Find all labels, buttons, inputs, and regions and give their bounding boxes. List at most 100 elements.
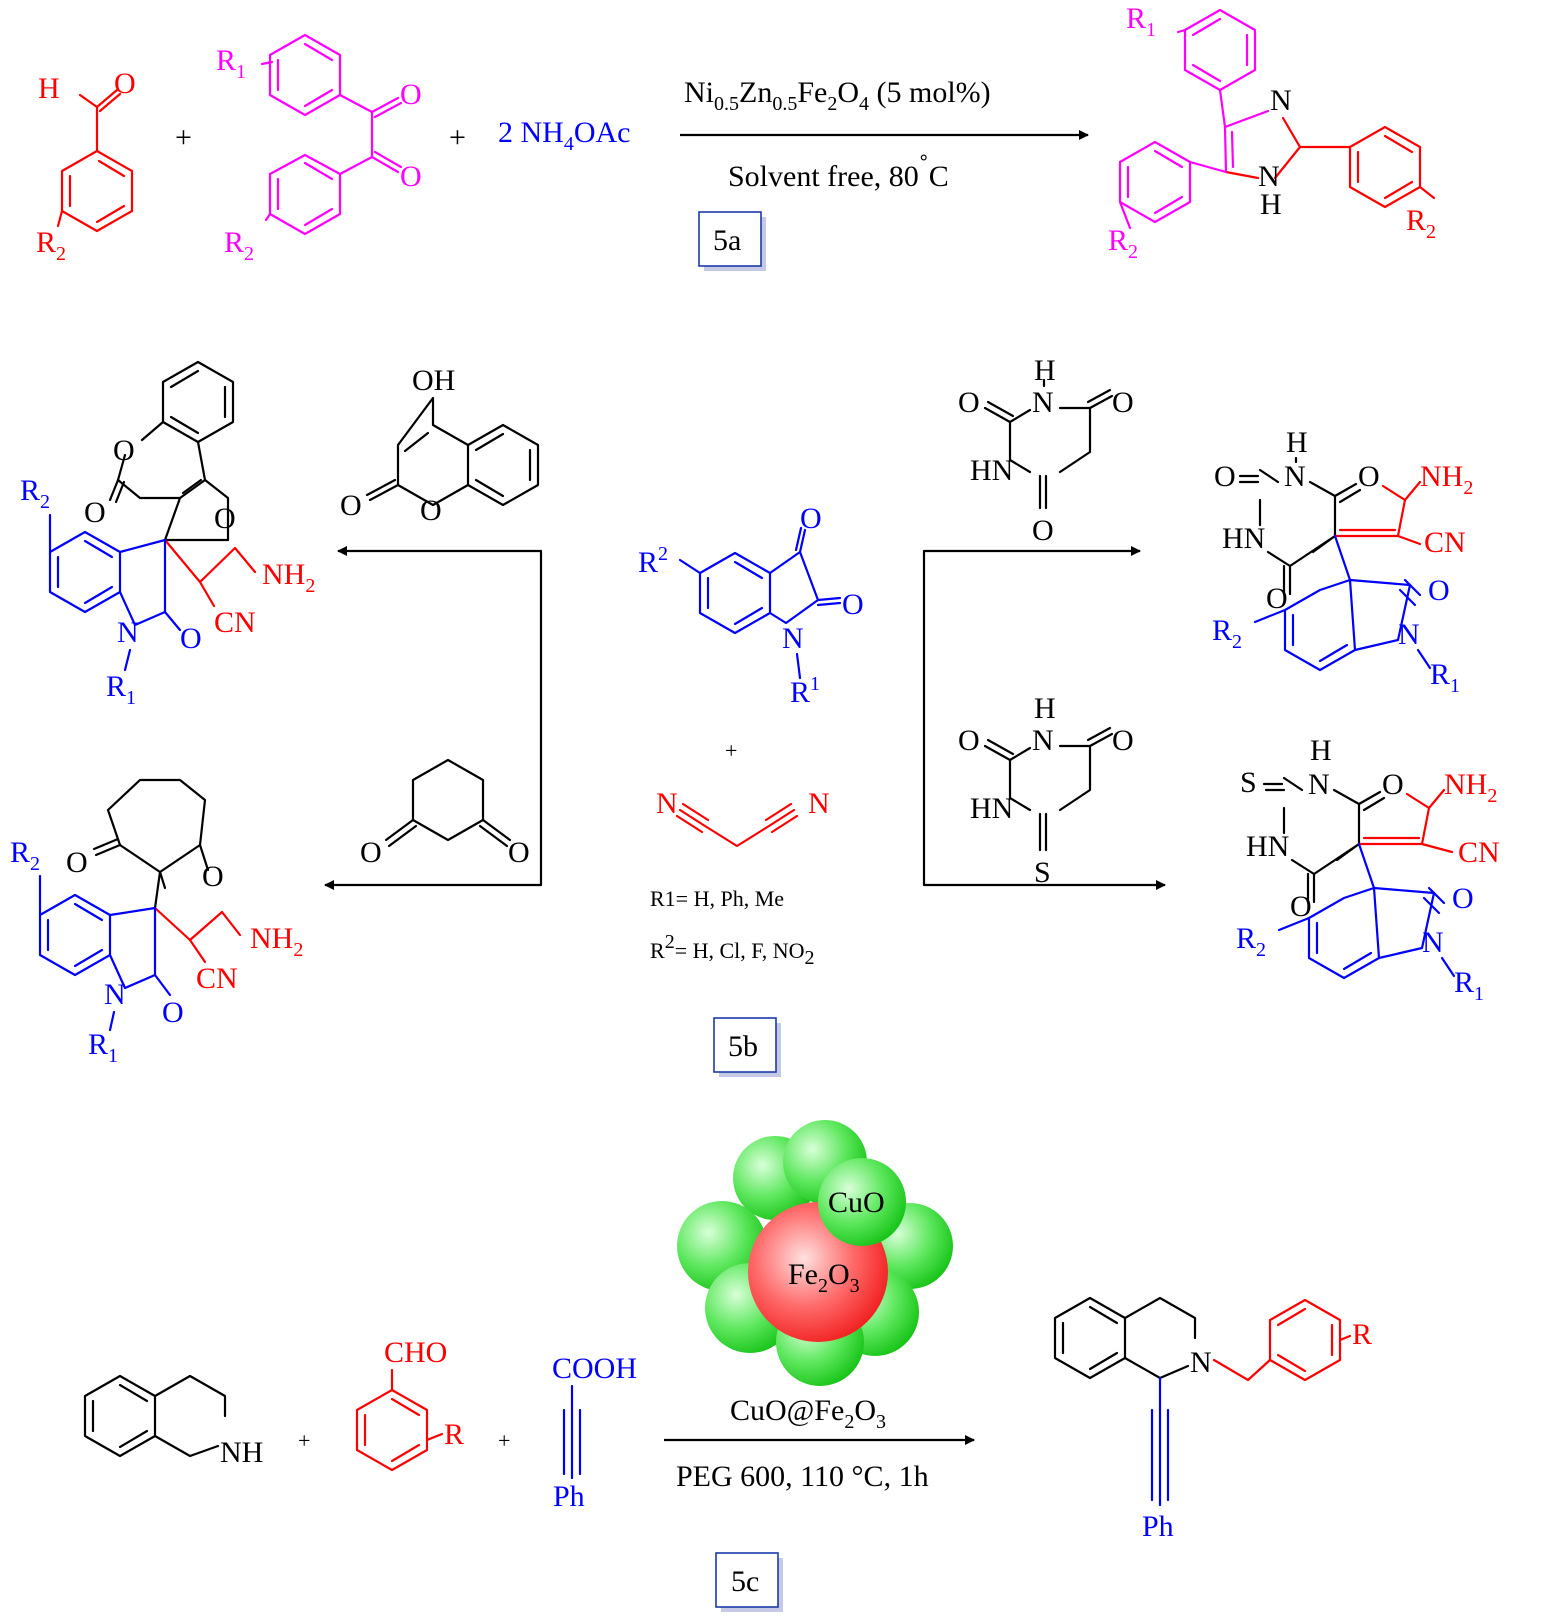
- product-tr-r2-sub: 2: [1232, 631, 1242, 653]
- svg-text:Fe2O3: Fe2O3: [788, 1258, 860, 1297]
- svg-text:R1: R1: [216, 44, 246, 83]
- svg-text:R2: R2: [36, 226, 66, 265]
- imidazole-product: R1 N N H R2 R2: [1108, 2, 1436, 263]
- product-tl-nh: NH: [262, 558, 305, 591]
- product-5c-n: N: [1190, 1346, 1212, 1379]
- hydroxycoumarin-o-ring: O: [420, 494, 442, 527]
- plus-5c-1: +: [298, 1428, 310, 1453]
- product-br-o-c: O: [1452, 882, 1474, 915]
- product-br-s: S: [1240, 766, 1257, 799]
- label-5b: 5b: [713, 1017, 781, 1077]
- product-br-o-b: O: [1290, 890, 1312, 923]
- product-tr-nh: NH: [1420, 460, 1463, 493]
- cyclohexanedione-o1: O: [360, 836, 382, 869]
- product-tl-r1: R: [106, 670, 126, 703]
- benzaldehyde-structure: CHO R: [355, 1336, 464, 1472]
- tetrahydroisoquinoline-structure: NH: [83, 1374, 263, 1469]
- barbituric-n: N: [1032, 386, 1054, 419]
- aldehyde-o: O: [114, 67, 136, 100]
- product-bl-r2-sub: 2: [30, 853, 40, 875]
- product-tl-r1-sub: 1: [126, 687, 136, 709]
- product-br-nh: NH: [1444, 768, 1487, 801]
- isatin-r1-sup: 1: [810, 673, 820, 695]
- svg-text:R1: R1: [1430, 658, 1460, 697]
- svg-text:NH2: NH2: [250, 922, 303, 961]
- catalyst-5a: Ni0.5Zn0.5Fe2O4 (5 mol%): [684, 76, 991, 115]
- thiobarbituric-hn: HN: [970, 792, 1013, 825]
- aldehyde-h: H: [38, 72, 60, 105]
- barbituric-h: H: [1034, 354, 1056, 387]
- product-br-hn: HN: [1246, 830, 1289, 863]
- acid-cooh: COOH: [552, 1352, 637, 1385]
- product-bl-n: N: [104, 978, 126, 1011]
- svg-text:R2: R2: [224, 226, 254, 265]
- scheme-5a: H O R2 + O O R1 R2 + 2 NH4OAc Ni0.5Zn0.5…: [36, 2, 1436, 271]
- barbituric-o1: O: [1112, 386, 1134, 419]
- svg-text:NH2: NH2: [1420, 460, 1473, 499]
- imidazole-r1-sub: 1: [1146, 19, 1156, 41]
- thiobarbituric-o2: O: [958, 724, 980, 757]
- svg-text:5c: 5c: [731, 1565, 759, 1598]
- hydroxycoumarin-oh: OH: [412, 364, 455, 397]
- product-tl-nh-sub: 2: [305, 575, 315, 597]
- product-tr-o-ring: O: [1358, 460, 1380, 493]
- isatin-structure: O O N R2 R1: [638, 502, 864, 709]
- product-tr-n2: N: [1398, 618, 1420, 651]
- product-br-h: H: [1310, 734, 1332, 767]
- thiobarbituric-n: N: [1032, 724, 1054, 757]
- product-thiobarbituric-spiro: H N S O NH2 HN CN O O R2 N R1: [1236, 734, 1500, 1005]
- thiobarbituric-s: S: [1034, 856, 1051, 889]
- product-tr-o-b: O: [1266, 582, 1288, 615]
- svg-text:R2: R2: [10, 836, 40, 875]
- substituent-note-r1: R1= H, Ph, Me: [650, 886, 784, 911]
- catalyst-5c: CuO@Fe2O3: [730, 1394, 886, 1433]
- plus-5a-1: +: [175, 121, 192, 154]
- label-5a: 5a: [698, 211, 766, 271]
- label-5c: 5c: [715, 1552, 783, 1612]
- benzil-r2: R: [224, 226, 244, 259]
- malononitrile-n1: N: [656, 787, 678, 820]
- product-5c-r: R: [1352, 1318, 1372, 1351]
- product-barbituric-spiro: H N O O NH2 HN CN O O R2 N R1: [1212, 426, 1473, 697]
- barbituric-o2: O: [958, 386, 980, 419]
- benzil-o1: O: [400, 78, 422, 111]
- product-br-n: N: [1308, 768, 1330, 801]
- product-tr-hn: HN: [1222, 522, 1265, 555]
- thiobarbituric-structure: H N O O HN S: [958, 692, 1134, 889]
- product-br-cn: CN: [1458, 836, 1500, 869]
- benzil-structure: O O R1 R2: [216, 33, 422, 265]
- product-tr-h: H: [1286, 426, 1308, 459]
- product-tr-o-c: O: [1428, 574, 1450, 607]
- svg-text:R1: R1: [106, 670, 136, 709]
- product-br-r1-sub: 1: [1474, 983, 1484, 1005]
- product-tr-r1-sub: 1: [1450, 675, 1460, 697]
- product-coumarin-spiro: O O O R2 NH2 CN N O R1: [20, 360, 315, 709]
- conditions-5a: Solvent free, 80˚C: [728, 150, 949, 193]
- aldehyde-structure: H O R2: [36, 67, 136, 265]
- svg-text:R2: R2: [1212, 614, 1242, 653]
- product-bl-r2: R: [10, 836, 30, 869]
- svg-text:R2: R2: [20, 474, 50, 513]
- ammonium-acetate: 2 NH4OAc: [498, 116, 631, 155]
- product-bl-cn: CN: [196, 962, 238, 995]
- hydroxycoumarin-o-carbonyl: O: [340, 489, 362, 522]
- benzil-r1: R: [216, 44, 236, 77]
- svg-text:R2: R2: [638, 543, 668, 579]
- benzaldehyde-r: R: [444, 1418, 464, 1451]
- svg-text:R1: R1: [88, 1028, 118, 1067]
- product-bl-nh: NH: [250, 922, 293, 955]
- imidazole-nh-h: H: [1260, 188, 1282, 221]
- benzil-o2: O: [400, 160, 422, 193]
- product-tl-o-c: O: [214, 502, 236, 535]
- svg-text:R2: R2: [1108, 224, 1138, 263]
- svg-text:5b: 5b: [728, 1030, 758, 1063]
- product-bl-o-b: O: [202, 860, 224, 893]
- plus-5c-2: +: [498, 1428, 510, 1453]
- imidazole-n: N: [1270, 84, 1292, 117]
- nanoparticle-cuo-fe2o3: CuO Fe2O3: [677, 1120, 953, 1386]
- isatin-r2: R: [638, 546, 658, 579]
- svg-text:R2: R2: [1236, 922, 1266, 961]
- acid-ph: Ph: [553, 1480, 585, 1513]
- product-br-o-ring: O: [1382, 768, 1404, 801]
